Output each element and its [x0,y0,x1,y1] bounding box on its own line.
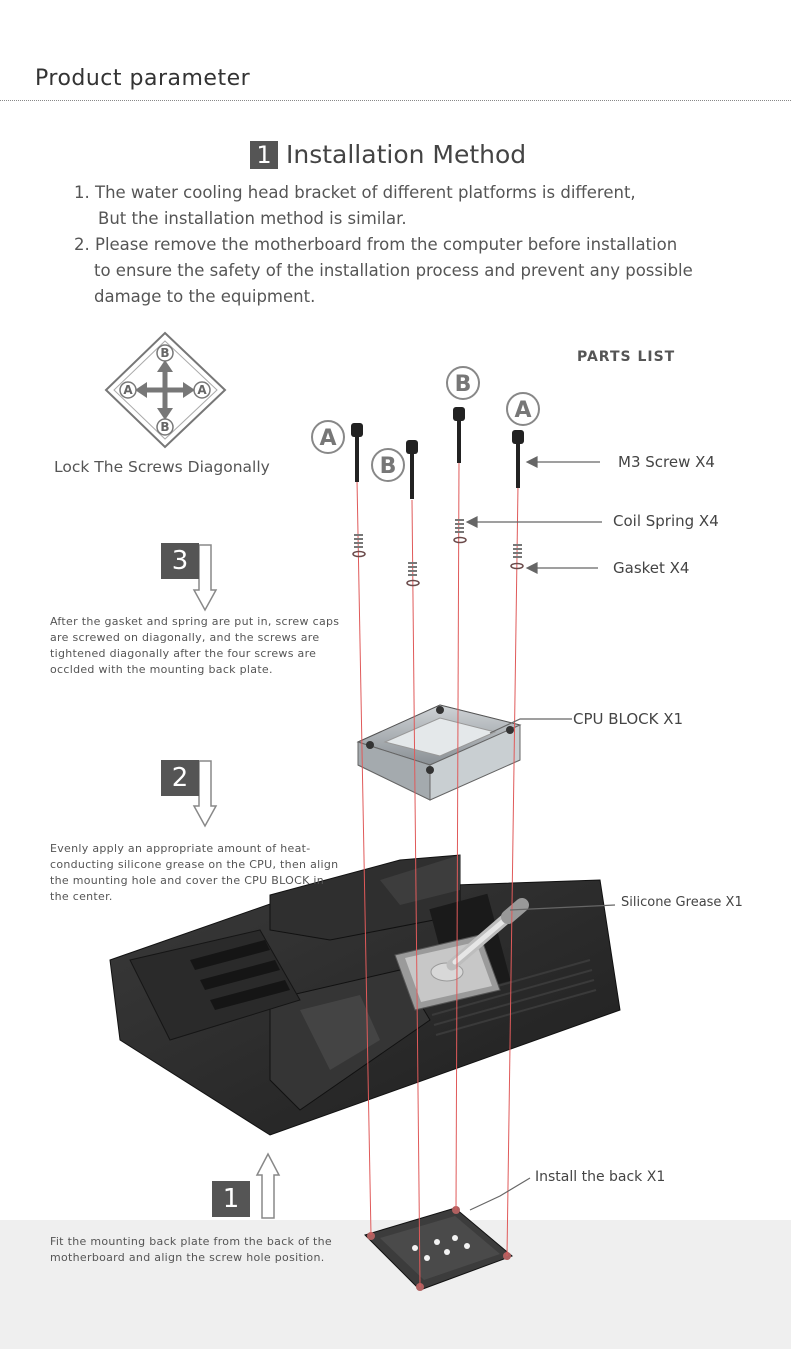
back-plate-illustration [364,1206,513,1291]
step-2-badge: 2 [161,760,199,796]
silicone-grease-syringe [446,898,529,971]
lock-letter-a-right: A [197,383,207,397]
alignment-guide-lines [356,459,519,1288]
coil-springs [354,519,522,576]
instruction-line: damage to the equipment. [94,287,316,306]
installation-heading: 1 Installation Method [250,140,526,169]
instruction-line: But the installation method is similar. [98,209,407,228]
gaskets [352,536,524,587]
screw-letter-b-1: B [380,454,397,479]
back-plate-label: Install the back X1 [535,1169,666,1185]
installation-number-badge: 1 [250,140,278,169]
step-direction-arrows [192,544,281,1219]
lock-diagonally-label: Lock The Screws Diagonally [54,458,270,476]
lock-letter-a-left: A [123,383,133,397]
instruction-line: to ensure the safety of the installation… [94,261,693,280]
lock-letter-b-bottom: B [160,420,169,434]
installation-title: Installation Method [286,140,527,169]
installation-instructions: 1. The water cooling head bracket of dif… [74,180,774,310]
instruction-line: 2. Please remove the motherboard from th… [74,235,678,254]
instruction-line: 1. The water cooling head bracket of dif… [74,183,636,202]
step-1-badge: 1 [212,1181,250,1217]
cpu-block-label: CPU BLOCK X1 [573,710,684,728]
part-label-gasket: Gasket X4 [613,559,690,577]
parts-list-title: PARTS LIST [577,349,676,365]
screw-letter-b-2: B [455,372,472,397]
screw-letter-a-2: A [514,398,531,423]
section-divider [0,100,791,101]
step-2-text: Evenly apply an appropriate amount of he… [50,842,339,903]
cpu-block-illustration [356,704,522,801]
silicone-grease-label: Silicone Grease X1 [621,895,743,910]
step-1-text: Fit the mounting back plate from the bac… [50,1235,332,1264]
part-label-screw: M3 Screw X4 [618,453,715,471]
screw-letter-a-1: A [319,426,336,451]
step-3-text: After the gasket and spring are put in, … [50,615,340,676]
step-3-badge: 3 [161,543,199,579]
part-label-spring: Coil Spring X4 [613,512,719,530]
m3-screws [351,407,524,499]
section-title: Product parameter [35,66,251,91]
motherboard-illustration [109,854,621,1136]
part-leader-arrows [465,456,616,1211]
diagonal-lock-icon: B B A A [104,331,227,449]
lock-letter-b-top: B [160,346,169,360]
